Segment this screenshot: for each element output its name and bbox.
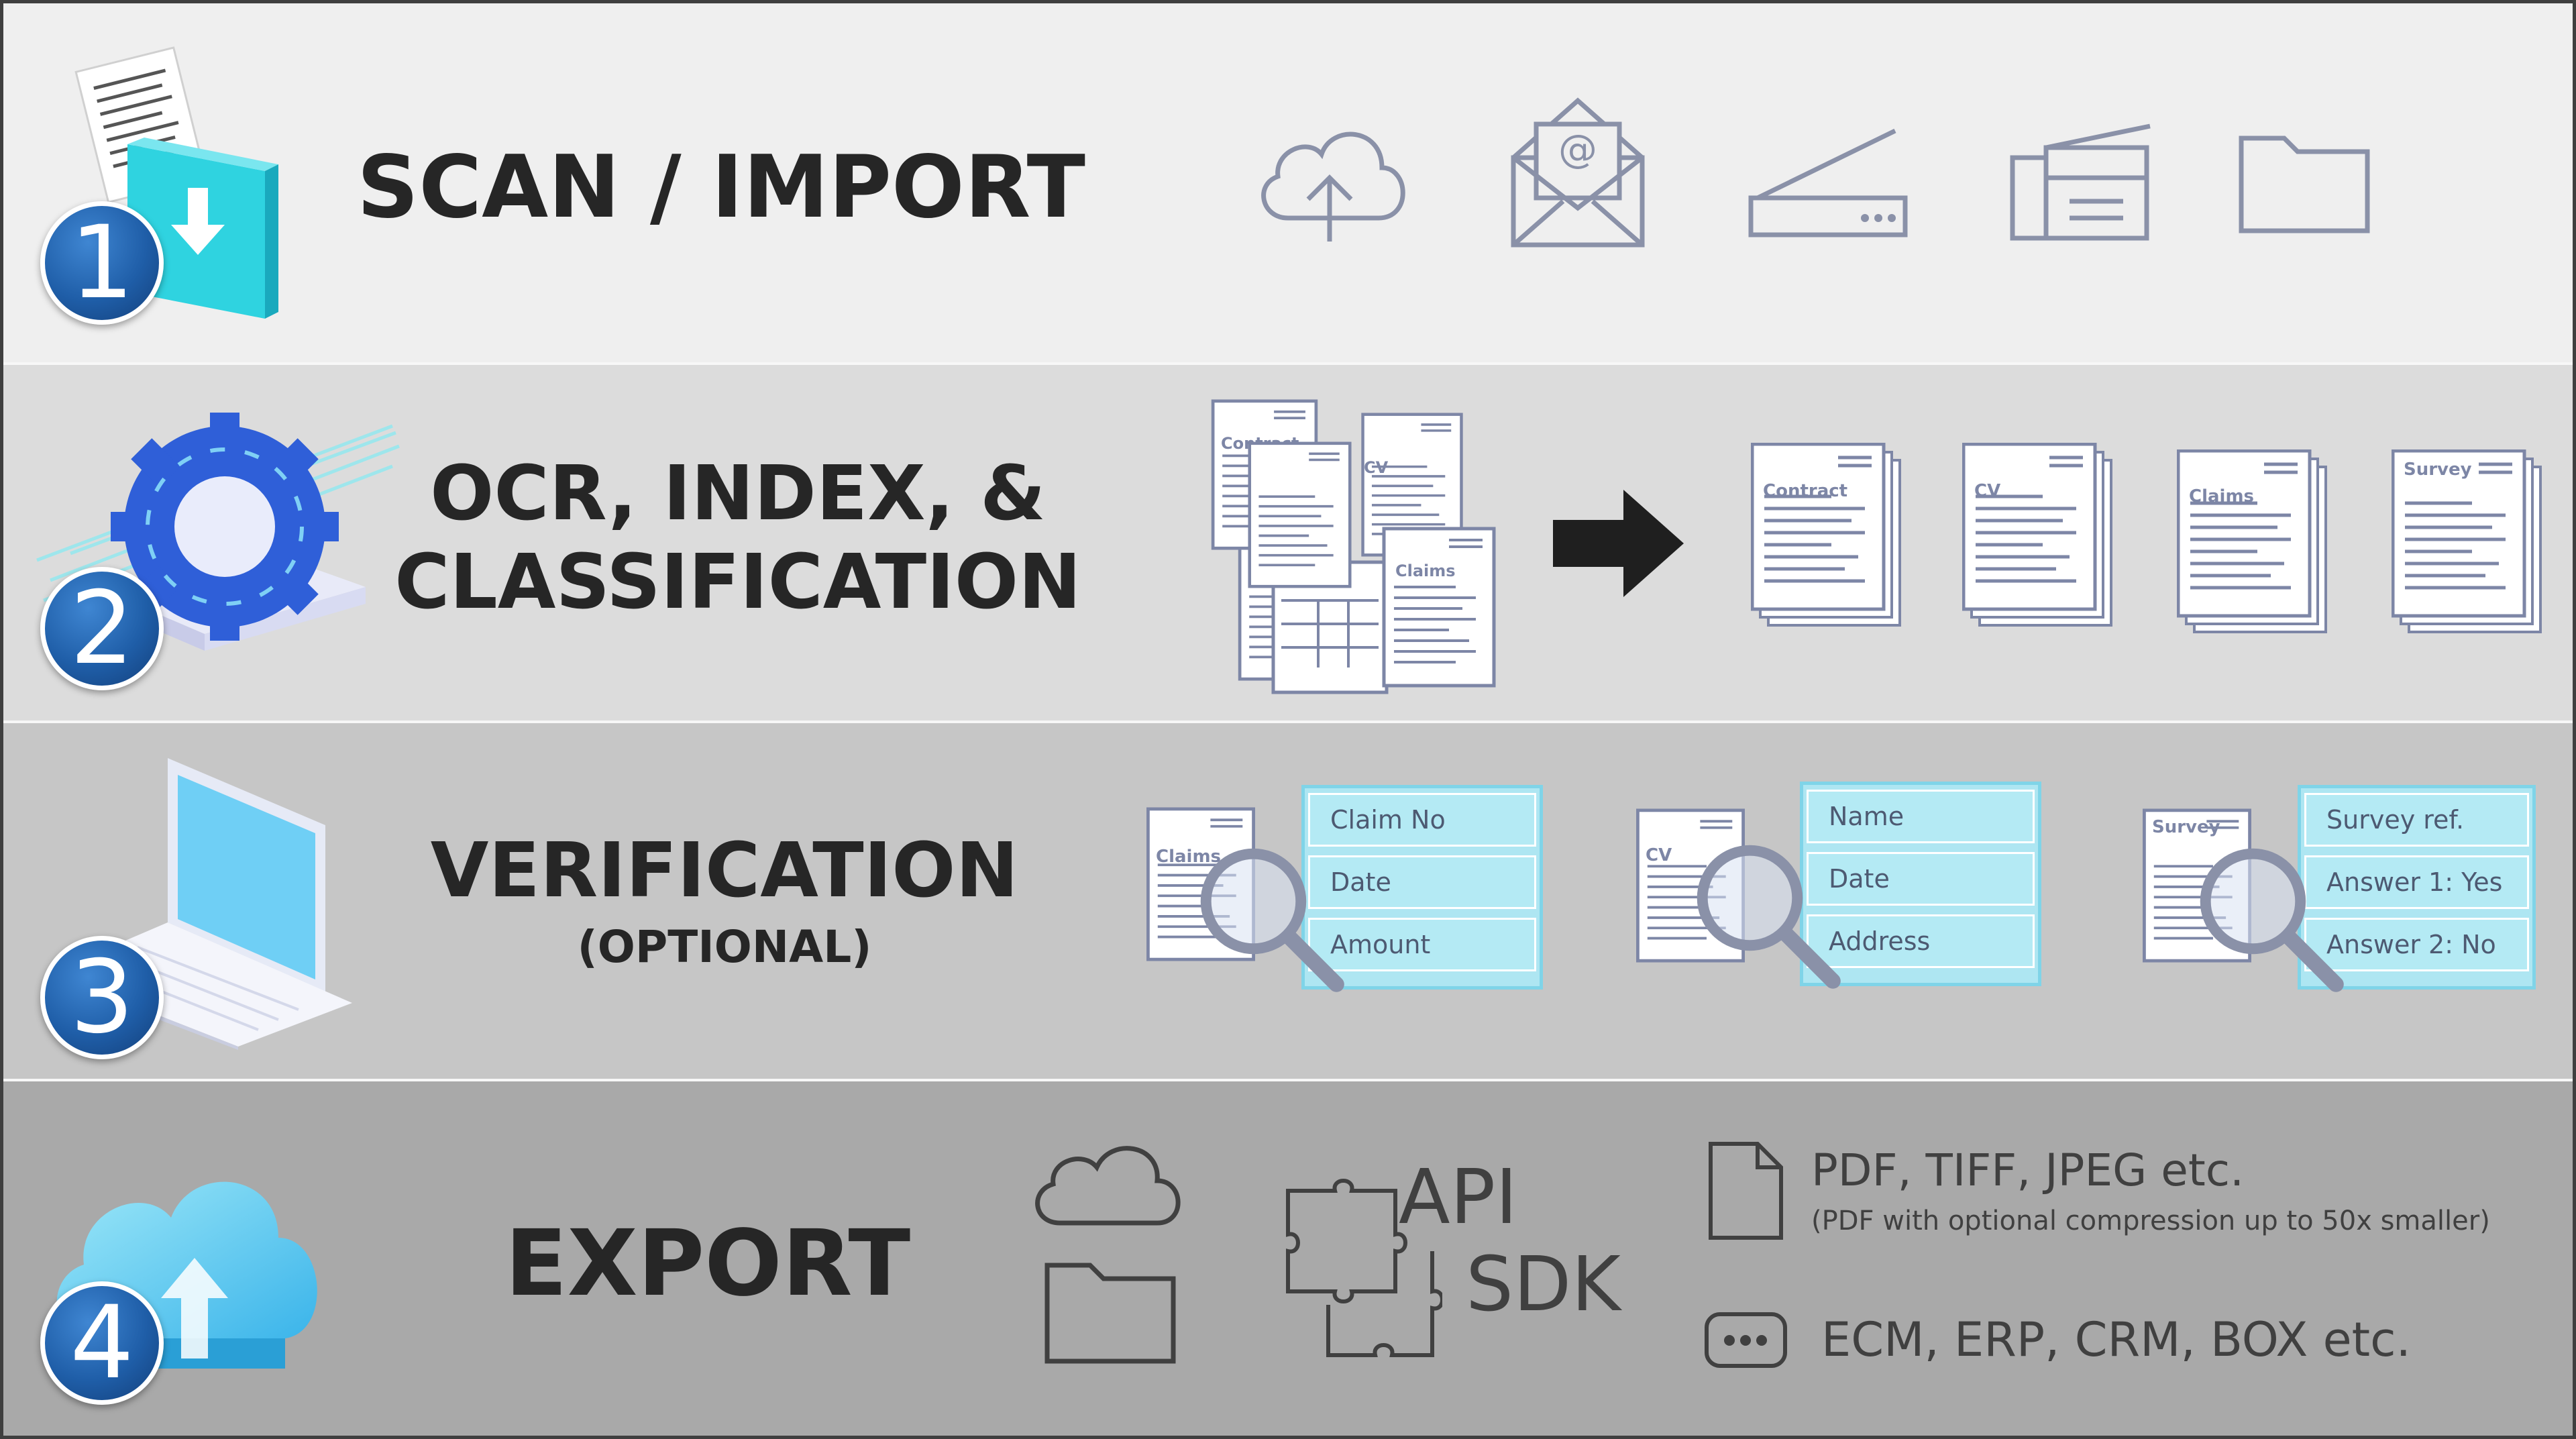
- sorted-stack-contract-label: Contract: [1763, 481, 1848, 501]
- sorted-stack-cv-label: CV: [1974, 481, 2001, 501]
- step-2-title-line-2: CLASSIFICATION: [394, 539, 1081, 626]
- input-document-claims-label: Claims: [1395, 562, 1456, 580]
- input-document-middle: [1248, 433, 1352, 597]
- export-systems: ECM, ERP, CRM, BOX etc.: [1821, 1312, 2411, 1367]
- verify-document-survey-label: Survey: [2152, 817, 2220, 837]
- puzzle-icon: [1286, 1179, 1442, 1357]
- verify-document-claims-label: Claims: [1156, 847, 1222, 867]
- export-formats: PDF, TIFF, JPEG etc.: [1811, 1144, 2245, 1196]
- api-label: API: [1399, 1154, 1518, 1241]
- step-2-badge: 2: [40, 567, 164, 690]
- field-claims-date[interactable]: Date: [1308, 855, 1536, 909]
- step-4-badge: 4: [40, 1281, 164, 1405]
- magnifier-icon: [1690, 839, 1845, 993]
- more-options-icon: [1705, 1312, 1787, 1368]
- field-answer-1[interactable]: Answer 1: Yes: [2304, 855, 2529, 909]
- magnifier-icon: [1194, 842, 1348, 996]
- file-icon: [1709, 1142, 1783, 1240]
- sorted-stack-cv: [1962, 443, 2116, 631]
- step-3-title: VERIFICATION: [430, 827, 1019, 914]
- band-divider: [3, 362, 2573, 365]
- step-1-badge: 1: [40, 201, 164, 325]
- flatbed-scanner-icon: [1748, 128, 1908, 237]
- verify-document-cv-label: CV: [1646, 845, 1672, 865]
- sdk-label: SDK: [1466, 1241, 1621, 1328]
- step-1-title: SCAN / IMPORT: [357, 138, 1085, 237]
- band-divider: [3, 1079, 2573, 1081]
- sorted-stack-claims: [2177, 449, 2331, 637]
- processing-gear-icon: [36, 413, 400, 651]
- field-address[interactable]: Address: [1807, 914, 2035, 968]
- export-folder-icon: [1044, 1263, 1176, 1364]
- svg-text:@: @: [1558, 126, 1597, 172]
- sorted-stack-contract: [1751, 443, 1905, 631]
- field-answer-2[interactable]: Answer 2: No: [2304, 918, 2529, 971]
- field-survey-ref[interactable]: Survey ref.: [2304, 793, 2529, 847]
- field-name[interactable]: Name: [1807, 790, 2035, 843]
- copier-scanner-icon: [2010, 123, 2151, 241]
- field-cv-date[interactable]: Date: [1807, 852, 2035, 906]
- step-3-subtitle: (OPTIONAL): [577, 921, 872, 973]
- arrow-right-icon: [1553, 490, 1684, 597]
- step-4-title: EXPORT: [504, 1211, 911, 1317]
- folder-icon: [2239, 136, 2370, 233]
- cloud-upload-icon: [1261, 131, 1405, 242]
- export-formats-note: (PDF with optional compression up to 50x…: [1811, 1206, 2490, 1236]
- field-amount[interactable]: Amount: [1308, 918, 1536, 971]
- field-claim-no[interactable]: Claim No: [1308, 793, 1536, 847]
- band-divider: [3, 721, 2573, 723]
- sorted-stack-claims-label: Claims: [2189, 486, 2255, 507]
- step-2-title-line-1: OCR, INDEX, &: [430, 450, 1046, 537]
- input-document-claims: [1382, 527, 1496, 688]
- magnifier-icon: [2194, 842, 2348, 996]
- step-3-badge: 3: [40, 936, 164, 1059]
- laptop-icon: [50, 758, 352, 1050]
- email-icon: @: [1511, 97, 1645, 248]
- cloud-icon: [1035, 1146, 1181, 1226]
- sorted-stack-survey-label: Survey: [2404, 460, 2472, 480]
- input-document-cv-label: CV: [1364, 458, 1389, 477]
